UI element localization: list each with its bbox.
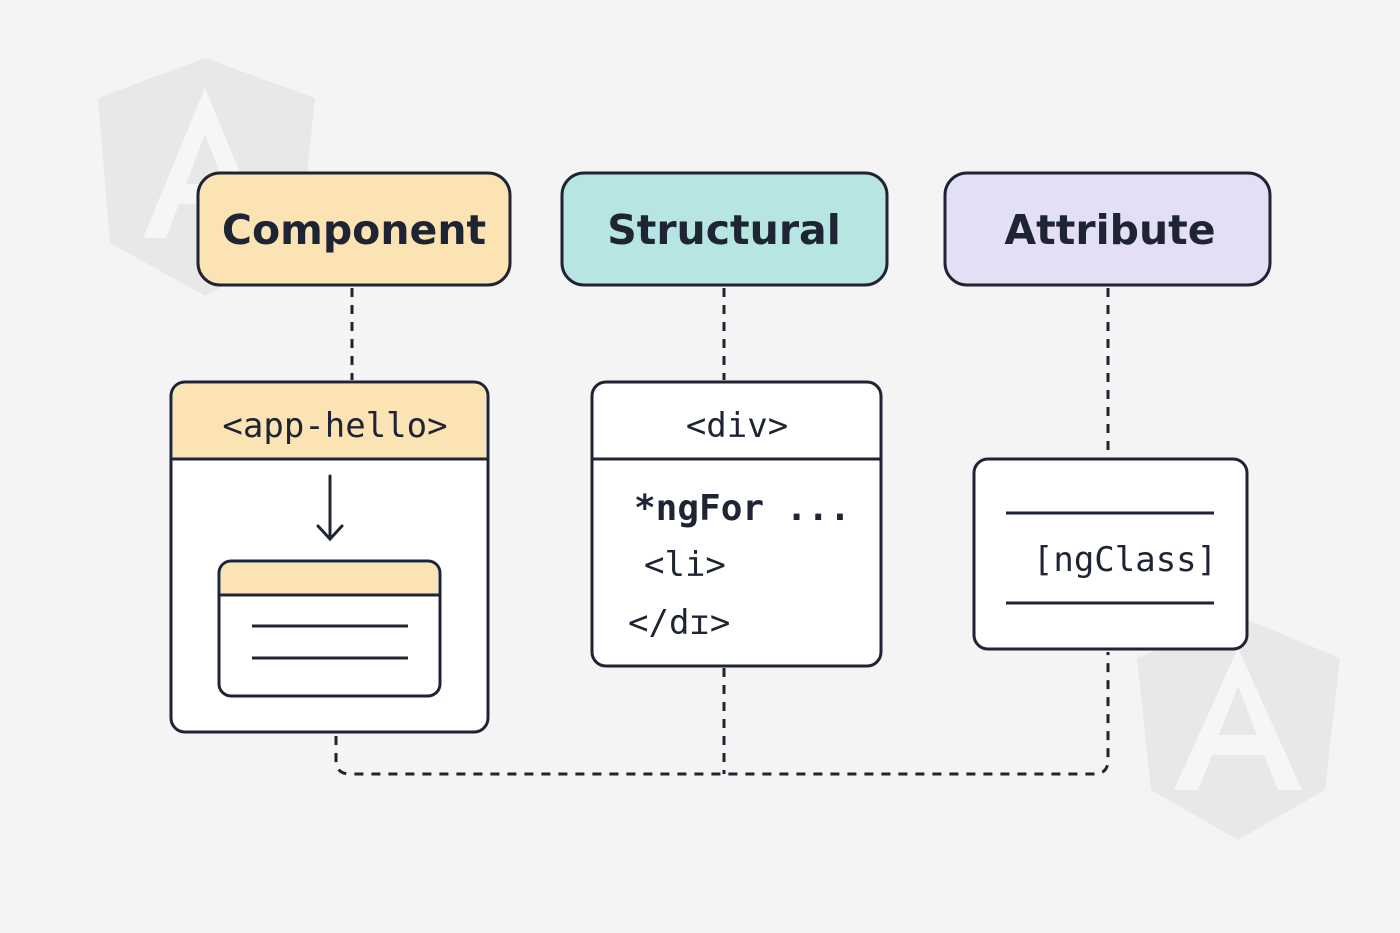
component-template-card [217, 559, 442, 698]
category-label: Attribute [1004, 206, 1215, 254]
connector-lines [334, 288, 1110, 776]
component-example-box: <app-hello> [169, 380, 490, 734]
structural-example-box: <div> *ngFor ... <li> </dɪ> [590, 380, 883, 668]
angular-logo-icon [1137, 616, 1340, 840]
category-component: Component [196, 171, 512, 287]
arrow-down-icon [316, 474, 344, 542]
category-attribute: Attribute [943, 171, 1272, 287]
category-label: Component [222, 206, 486, 254]
attribute-directive-code: [ngClass] [1033, 540, 1217, 580]
category-structural: Structural [560, 171, 889, 287]
attribute-example-box: [ngClass] [972, 457, 1249, 651]
category-label: Structural [607, 206, 841, 254]
structural-code-line: </dɪ> [628, 603, 730, 643]
structural-host-code: <div> [686, 406, 788, 446]
structural-code-line: <li> [644, 545, 726, 585]
structural-code-line: *ngFor ... [634, 488, 851, 529]
component-selector-code: <app-hello> [222, 406, 447, 446]
